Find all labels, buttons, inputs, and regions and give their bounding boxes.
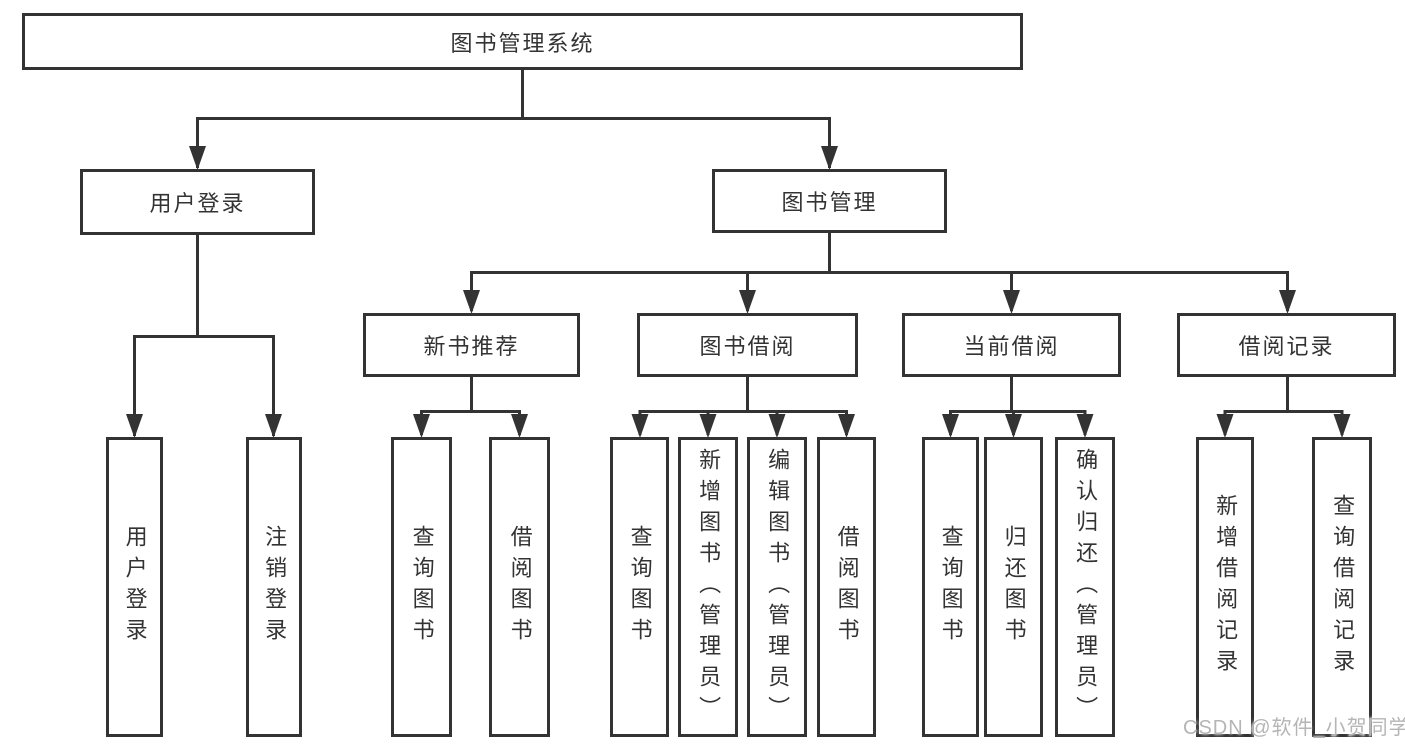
leaf-query-books-current: 查询图书: [922, 437, 979, 737]
leaf-edit-book-admin: 编辑图书（管理员）: [747, 437, 807, 737]
leaf-query-borrow-record-label: 查询借阅记录: [1330, 494, 1356, 680]
leaf-borrow-books-recommend: 借阅图书: [489, 437, 550, 737]
arrowhead-down-icon: [265, 414, 282, 438]
leaf-logout: 注销登录: [246, 437, 302, 737]
arrowhead-down-icon: [189, 146, 206, 170]
arrowhead-down-icon: [413, 414, 430, 438]
node-current-borrow-label: 当前借阅: [963, 334, 1060, 359]
leaf-borrow-books-recommend-label: 借阅图书: [507, 525, 533, 649]
node-borrow-records: 借阅记录: [1177, 313, 1396, 377]
leaf-add-book-admin: 新增图书（管理员）: [678, 437, 738, 737]
connector-user-login-split: [133, 335, 275, 436]
leaf-confirm-return-admin-label: 确认归还（管理员）: [1073, 447, 1099, 727]
leaf-user-login: 用户登录: [106, 437, 163, 737]
leaf-borrow-books-label: 借阅图书: [834, 525, 860, 649]
arrowhead-down-icon: [631, 414, 649, 438]
arrowhead-down-icon: [511, 414, 528, 438]
node-book-mgmt: 图书管理: [712, 169, 947, 233]
node-book-borrow: 图书借阅: [637, 313, 858, 377]
node-new-book-recommend-label: 新书推荐: [423, 334, 520, 359]
leaf-add-borrow-record: 新增借阅记录: [1196, 437, 1254, 737]
arrowhead-down-icon: [1216, 414, 1234, 438]
leaf-add-book-admin-label: 新增图书（管理员）: [696, 447, 722, 727]
node-user-login-label: 用户登录: [149, 191, 246, 216]
arrowhead-down-icon: [1005, 414, 1022, 438]
arrowhead-down-icon: [768, 414, 786, 438]
leaf-logout-label: 注销登录: [262, 525, 288, 649]
arrowhead-down-icon: [463, 290, 480, 314]
arrowhead-down-icon: [942, 414, 959, 438]
node-root-label: 图书管理系统: [450, 30, 595, 56]
arrowhead-down-icon: [699, 414, 717, 438]
leaf-query-borrow-record: 查询借阅记录: [1312, 437, 1372, 737]
arrowhead-down-icon: [739, 290, 756, 314]
arrowhead-down-icon: [838, 414, 855, 438]
watermark: CSDN @软件_小贺同学: [1183, 717, 1405, 739]
arrowhead-down-icon: [126, 414, 143, 438]
connector-book-borrow-split: [638, 410, 848, 435]
node-current-borrow: 当前借阅: [902, 313, 1121, 377]
leaf-query-books-recommend: 查询图书: [391, 437, 452, 737]
leaf-return-books-label: 归还图书: [1001, 525, 1027, 649]
leaf-query-books-current-label: 查询图书: [938, 525, 964, 649]
leaf-query-books-borrow-label: 查询图书: [627, 525, 653, 649]
node-root: 图书管理系统: [22, 13, 1023, 70]
node-new-book-recommend: 新书推荐: [363, 313, 580, 377]
arrowhead-down-icon: [1003, 290, 1020, 314]
node-book-borrow-label: 图书借阅: [699, 334, 796, 359]
connector-new-book-split: [420, 410, 521, 435]
node-user-login: 用户登录: [80, 169, 315, 235]
arrowhead-down-icon: [1076, 414, 1094, 438]
arrowhead-down-icon: [821, 146, 838, 170]
connector-borrow-records-split: [1223, 410, 1344, 435]
connector-level3-split: [470, 271, 1289, 311]
leaf-edit-book-admin-label: 编辑图书（管理员）: [765, 447, 791, 727]
leaf-query-books-borrow: 查询图书: [610, 437, 669, 737]
connector-level2-split: [196, 117, 831, 168]
leaf-return-books: 归还图书: [984, 437, 1043, 737]
node-borrow-records-label: 借阅记录: [1238, 334, 1335, 359]
arrowhead-down-icon: [1279, 290, 1296, 314]
leaf-borrow-books: 借阅图书: [817, 437, 876, 737]
leaf-query-books-recommend-label: 查询图书: [409, 525, 435, 649]
leaf-user-login-label: 用户登录: [122, 525, 148, 649]
arrowhead-down-icon: [1333, 414, 1351, 438]
leaf-add-borrow-record-label: 新增借阅记录: [1213, 494, 1239, 680]
leaf-confirm-return-admin: 确认归还（管理员）: [1055, 437, 1115, 737]
node-book-mgmt-label: 图书管理: [781, 190, 878, 215]
